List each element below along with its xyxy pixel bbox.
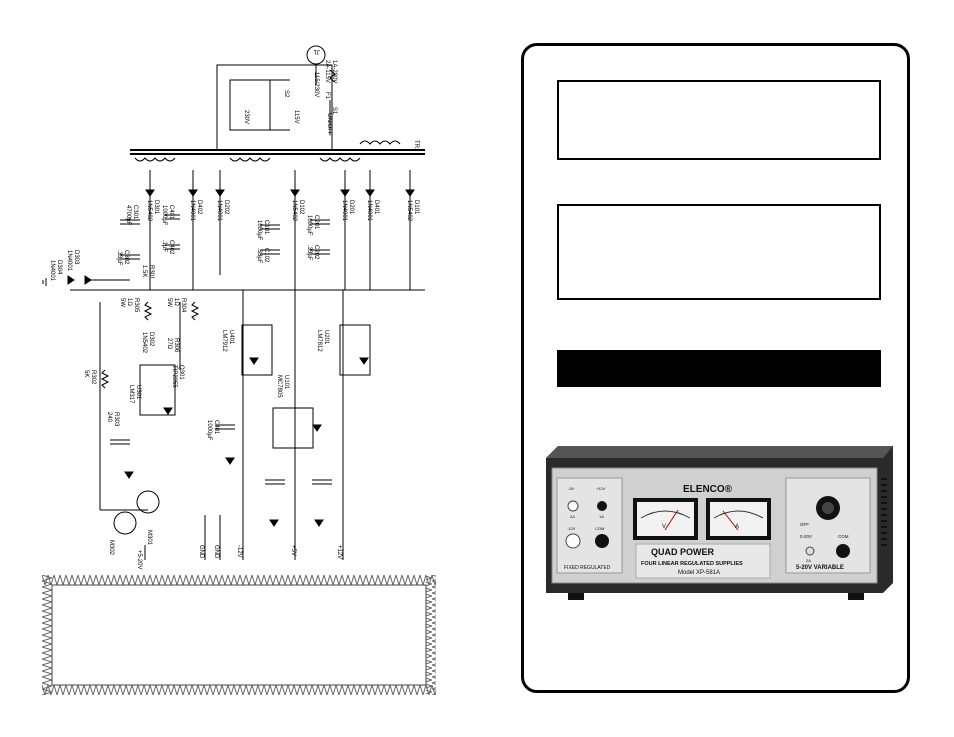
product-photo: ELENCO® QUAD POWER FOUR LINEAR REGULATED… [538,438,898,603]
label-r305: R3051Ω5W [119,298,139,313]
label-tr1: TR1 [413,140,419,152]
label-out-p12: +12V [336,545,342,559]
label-d101: D1011N5402 [406,200,419,222]
label-on-off: ON/OFF [326,113,332,136]
label-c402: C402.1µF [161,240,174,255]
title-box [557,80,881,160]
label-d302: D3021N5402 [141,332,154,354]
label-c401: C4011000µF [161,205,174,226]
label-115v: 115V [293,110,299,124]
label-d304: D3041N4001 [49,260,62,282]
cover-panel: ELENCO® QUAD POWER FOUR LINEAR REGULATED… [521,43,910,693]
label-r303: R303240 [106,412,119,427]
label-u401: U401LM7912 [221,330,234,352]
label-u101: U101MC7805 [276,375,289,398]
knob-2a-label: 2A [806,558,811,563]
label-out-var: +5-20V [136,550,142,570]
brand-label: ELENCO® [683,484,733,495]
label-c102: C102.33µF [256,248,269,264]
product-subtitle: FOUR LINEAR REGULATED SUPPLIES [641,561,743,567]
label-r304: R3041Ω5W [166,298,186,313]
jack-m12-label: -12V [567,526,576,531]
decorative-frame [42,575,436,695]
label-u301: U301LM317 [128,385,141,404]
label-d102: D1021N5402 [291,200,304,222]
label-d202: D2021N4001 [216,200,229,222]
jack-p12-label: +12V [596,486,606,491]
label-d401: D4011N4001 [366,200,379,222]
label-out-p5: +5V [290,545,296,556]
label-out-gnd1: GND [198,545,204,559]
label-d303: D3031N4001 [66,250,79,272]
label-j1: J1 [313,48,320,54]
label-switch: S1 [331,107,337,115]
label-out-gnd2: GND [213,545,219,559]
label-fuse: F1 [324,92,330,100]
label-fuse-rating: 1A-230V2A-115V [324,60,337,83]
right-panel-label: 5-20V VARIABLE [796,565,844,571]
label-r301: R3011.5K [141,265,154,280]
black-banner [557,350,881,387]
label-u201: U201LM7812 [316,330,329,352]
product-title: QUAD POWER [651,547,715,557]
power-supply-schematic: J1 115/230V 1A-230V2A-115V F1 S1 ON/OFF … [30,40,450,580]
label-out-m12: -12V [236,545,242,558]
label-q301: Q301TIP2955 [171,365,184,388]
knob-com-label: COM [838,534,849,539]
label-c202: C202.33µF [306,245,319,261]
label-m301: M301 [146,530,152,546]
label-d301: D3011N5402 [146,200,159,222]
label-c201: C2011000µF [306,215,319,236]
meter-a-label: A [735,524,739,530]
label-s2: S2 [283,90,289,98]
label-r306: R30627Ω [166,338,179,353]
label-c301: C3014700µF [125,205,138,226]
jack-m5-label: -5V [568,486,575,491]
product-model: Model XP-581A [678,570,720,576]
description-box [557,204,881,300]
label-c302: C302.33µF [116,250,129,266]
knob-range-label: 0-20V [800,534,812,539]
jack-1a-label: 1A [599,514,604,519]
label-m302: M302 [108,540,114,556]
label-r302: R3025K [83,370,96,385]
left-panel-label: FIXED REGULATED [564,565,611,571]
jack-2a-label: 2A [570,514,575,519]
label-voltage-in: 115/230V [313,72,319,97]
label-c403: C4011000µF [206,420,219,441]
label-230v: 230V [243,110,249,124]
label-d402: D4021N4001 [189,200,202,222]
label-c101: C1011000µF [256,220,269,241]
label-d201: D2011N4001 [341,200,354,222]
knob-off-label: OFF [800,522,809,527]
meter-v-label: V [662,524,666,530]
jack-com-label: COM [595,526,604,531]
